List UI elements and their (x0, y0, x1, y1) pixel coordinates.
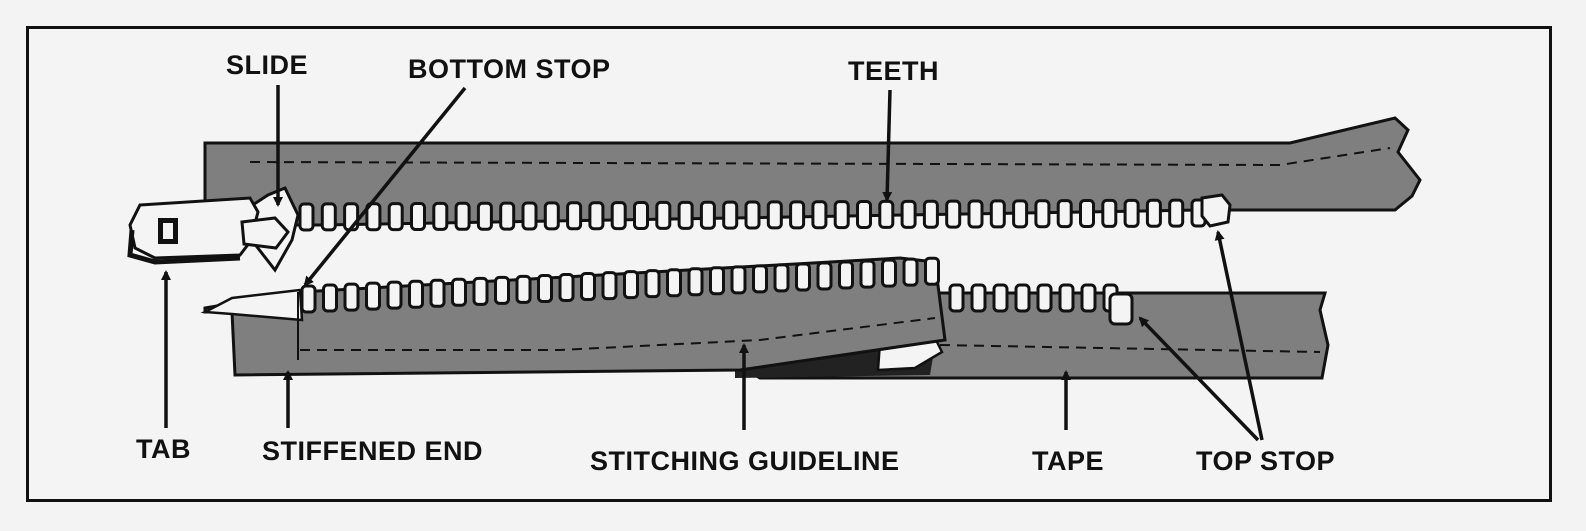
zipper-tooth (730, 265, 747, 295)
zipper-tooth (300, 284, 317, 314)
zipper-tooth (644, 269, 661, 299)
zipper-tooth (454, 201, 471, 231)
zipper-tooth (320, 202, 337, 232)
zipper-tooth (902, 257, 919, 287)
label-tab: TAB (136, 434, 191, 464)
zipper-tooth (298, 202, 315, 232)
zipper-tooth (881, 258, 897, 288)
zipper-tooth (387, 202, 404, 232)
zipper-tooth (365, 281, 381, 311)
zipper-tooth (922, 199, 939, 229)
zipper-tooth (432, 201, 449, 231)
label-top-stop: TOP STOP (1196, 446, 1336, 476)
zipper-tooth (365, 202, 382, 232)
zipper-tooth (816, 261, 833, 291)
zipper-tooth (699, 200, 716, 230)
zipper-tooth (494, 275, 510, 305)
zipper-tooth (515, 274, 532, 304)
zipper-tooth (677, 200, 694, 230)
zipper-tooth (967, 199, 984, 229)
zipper-tooth (1123, 198, 1140, 228)
label-stitching-guideline: STITCHING GUIDELINE (590, 446, 900, 476)
zipper-tooth (451, 277, 467, 307)
zipper-tooth (521, 201, 538, 231)
stiffened-end-shape (200, 288, 304, 322)
bottom-stop-leader (303, 86, 467, 287)
teeth-leader (882, 89, 893, 202)
zipper-tooth (666, 268, 682, 298)
zipper-tooth (343, 282, 360, 312)
zipper-tooth (386, 280, 403, 310)
zipper-tooth (1145, 198, 1162, 228)
zipper-tooth (410, 202, 426, 232)
zipper-tooth (623, 270, 639, 300)
zipper-tooth (1168, 198, 1185, 228)
zipper-tooth (811, 200, 828, 230)
label-tape: TAPE (1032, 446, 1105, 476)
zipper-tooth (601, 271, 618, 301)
zipper-tooth (1036, 283, 1053, 313)
zipper-tooth (838, 260, 854, 290)
zipper-tooth (566, 201, 583, 231)
zipper-tooth (1034, 199, 1051, 229)
zipper-tooth (744, 200, 761, 230)
zipper-tooth (948, 283, 965, 313)
zipper-tooth (924, 256, 940, 286)
upper-teeth-row (298, 198, 1207, 232)
top-stop-leader-lower (1138, 316, 1260, 442)
zipper-tooth (989, 199, 1006, 229)
tab-pull (128, 196, 260, 260)
zipper-tooth (878, 199, 895, 229)
zipper-tooth (537, 273, 553, 303)
label-stiffened-end: STIFFENED END (262, 436, 484, 466)
upper-top-stop (1200, 193, 1232, 228)
zipper-tooth (588, 201, 605, 231)
zipper-tooth (1080, 283, 1097, 313)
zipper-tooth (408, 279, 424, 309)
lower-stitching-line-left (300, 317, 936, 351)
zipper-tooth (476, 201, 493, 231)
label-bottom-stop: BOTTOM STOP (408, 54, 611, 84)
zipper-tooth (499, 201, 516, 231)
zipper-tooth (722, 200, 739, 230)
zipper-tooth (1056, 199, 1073, 229)
zipper-tooth (709, 266, 725, 296)
label-slide: SLIDE (226, 50, 309, 80)
zipper-tooth (580, 272, 596, 302)
top-stop-leader-upper (1214, 230, 1264, 441)
zipper-tooth (1014, 283, 1031, 313)
label-teeth: TEETH (848, 56, 940, 86)
zipper-tooth (1079, 199, 1095, 229)
zipper-tooth (1012, 199, 1029, 229)
zipper-tooth (789, 200, 806, 230)
zipper-tooth (970, 283, 987, 313)
upper-stitching-line (249, 147, 1391, 167)
zipper-tooth (687, 267, 704, 297)
zipper-tooth (795, 262, 811, 292)
zipper-tooth (1101, 198, 1118, 228)
zipper-tooth (752, 264, 768, 294)
zipper-tooth (558, 272, 575, 302)
lower-teeth-row (300, 256, 1119, 314)
zipper-tooth (655, 200, 672, 230)
zipper-tooth (945, 199, 962, 229)
zipper-tooth (856, 200, 872, 230)
zipper-tooth (833, 200, 850, 230)
zipper-tooth (322, 283, 338, 313)
zipper-tooth (992, 283, 1009, 313)
zipper-tooth (429, 278, 446, 308)
zipper-tooth (859, 259, 876, 289)
zipper-tooth (900, 199, 917, 229)
lower-top-stop (1108, 292, 1134, 326)
zipper-tooth (610, 201, 627, 231)
lower-tape-left (203, 256, 947, 377)
zipper-tooth (766, 200, 783, 230)
zipper-tooth (773, 263, 790, 293)
zipper-tooth (543, 201, 560, 231)
zipper-tooth (633, 201, 649, 231)
zipper-tooth (472, 276, 489, 306)
lower-stitching-line-right (939, 344, 1321, 353)
zipper-tooth (1058, 283, 1075, 313)
